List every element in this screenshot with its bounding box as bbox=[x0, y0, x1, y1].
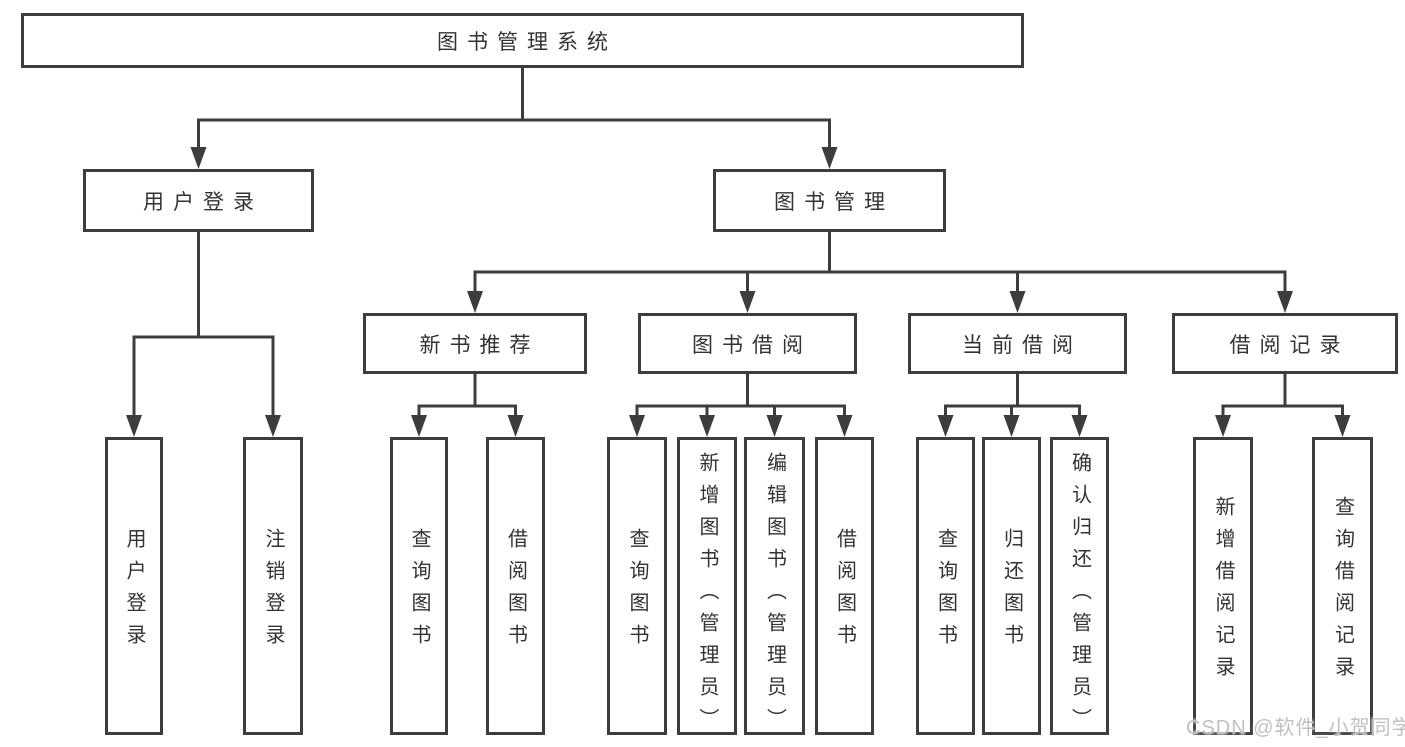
leaf-borrow-books-borrowing: 借阅图书 bbox=[815, 437, 874, 735]
leaf-query-books-current: 查询图书 bbox=[916, 437, 975, 735]
watermark-csdn: CSDN @软件_小贺同学 bbox=[1186, 717, 1405, 739]
node-new-book-recommend: 新书推荐 bbox=[363, 313, 587, 374]
connector-borrowrecords-to-leaves bbox=[1215, 374, 1351, 437]
leaf-add-books-admin: 新增图书（管理员） bbox=[677, 437, 737, 740]
node-current-borrowing: 当前借阅 bbox=[908, 313, 1127, 374]
leaf-logout: 注销登录 bbox=[243, 437, 303, 735]
leaf-add-borrow-record: 新增借阅记录 bbox=[1193, 437, 1253, 735]
node-book-borrowing: 图书借阅 bbox=[638, 313, 857, 374]
leaf-confirm-return-admin: 确认归还（管理员） bbox=[1050, 437, 1109, 740]
leaf-borrow-books-recommend: 借阅图书 bbox=[486, 437, 545, 735]
leaf-return-books: 归还图书 bbox=[982, 437, 1041, 735]
connector-currentborrow-to-leaves bbox=[937, 374, 1088, 437]
node-library-management-system: 图书管理系统 bbox=[21, 13, 1024, 68]
leaf-user-login: 用户登录 bbox=[105, 437, 163, 735]
node-borrowing-records: 借阅记录 bbox=[1172, 313, 1398, 374]
leaf-query-books-recommend: 查询图书 bbox=[390, 437, 448, 735]
connector-newbook-to-leaves bbox=[411, 374, 524, 437]
connector-userlogin-to-leaves bbox=[126, 232, 281, 437]
node-book-management: 图书管理 bbox=[713, 169, 946, 232]
node-user-login: 用户登录 bbox=[83, 169, 314, 232]
leaf-query-borrow-record: 查询借阅记录 bbox=[1312, 437, 1373, 735]
leaf-edit-books-admin: 编辑图书（管理员） bbox=[744, 437, 805, 740]
connector-root-to-level2 bbox=[190, 68, 838, 169]
connector-bookmgmt-to-level3 bbox=[467, 232, 1293, 313]
connector-bookborrow-to-leaves bbox=[629, 374, 853, 437]
leaf-query-books-borrowing: 查询图书 bbox=[607, 437, 667, 735]
